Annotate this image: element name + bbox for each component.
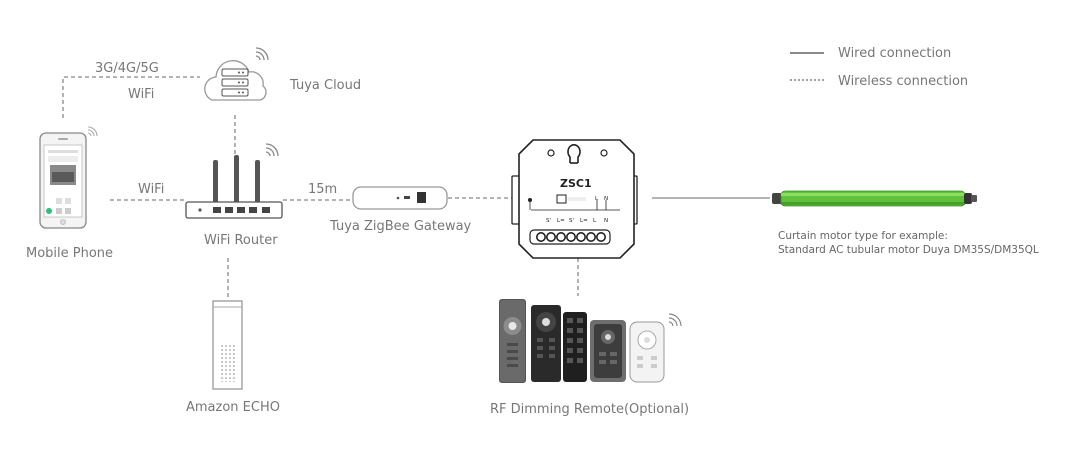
remote-label: RF Dimming Remote(Optional) xyxy=(490,402,689,417)
motor-label-line2: Standard AC tubular motor Duya DM35S/DM3… xyxy=(778,244,1039,256)
device-model-label: ZSC1 xyxy=(560,177,592,190)
legend-wireless-label: Wireless connection xyxy=(838,74,968,89)
device-pin-6: N xyxy=(604,218,608,224)
phone-signal-icon xyxy=(87,126,98,137)
device-pin-top-n: N xyxy=(604,196,608,202)
echo-label: Amazon ECHO xyxy=(186,400,280,415)
network-label: 3G/4G/5G xyxy=(95,61,159,76)
zsc1-device-icon xyxy=(511,139,638,259)
remote-2-icon xyxy=(531,305,561,382)
wifi-top-label: WiFi xyxy=(128,87,154,102)
device-pin-4: L= xyxy=(580,218,588,224)
device-pin-top-l: L xyxy=(595,196,599,202)
router-label: WiFi Router xyxy=(204,233,278,248)
gateway-label: Tuya ZigBee Gateway xyxy=(329,219,472,234)
zigbee-gateway-icon xyxy=(352,186,448,210)
remote-3-icon xyxy=(563,312,587,382)
curtain-motor-icon xyxy=(772,190,977,207)
cloud-icon xyxy=(204,60,267,101)
remote-5-icon xyxy=(629,321,665,383)
device-pin-1: S' xyxy=(546,218,551,224)
remote-4-icon xyxy=(590,320,626,382)
router-signal-icon xyxy=(265,143,279,157)
amazon-echo-icon xyxy=(212,300,243,390)
remote-signal-icon xyxy=(668,313,682,327)
legend-wired-label: Wired connection xyxy=(838,46,951,61)
wifi-router-icon xyxy=(185,155,283,219)
connections xyxy=(62,76,770,298)
phone-label: Mobile Phone xyxy=(26,246,113,261)
mobile-phone-icon xyxy=(39,132,87,229)
motor-label-line1: Curtain motor type for example: xyxy=(778,230,948,242)
device-pin-2: L= xyxy=(557,218,565,224)
cloud-signal-icon xyxy=(255,47,269,61)
distance-label: 15m xyxy=(308,182,337,197)
wifi-phone-label: WiFi xyxy=(138,182,164,197)
remote-1-icon xyxy=(499,299,526,383)
device-pin-3: S' xyxy=(569,218,574,224)
rf-remotes-icon xyxy=(499,299,665,383)
cloud-label: Tuya Cloud xyxy=(289,78,361,93)
legend: Wired connection Wireless connection xyxy=(790,46,968,89)
device-pin-5: L xyxy=(593,218,597,224)
